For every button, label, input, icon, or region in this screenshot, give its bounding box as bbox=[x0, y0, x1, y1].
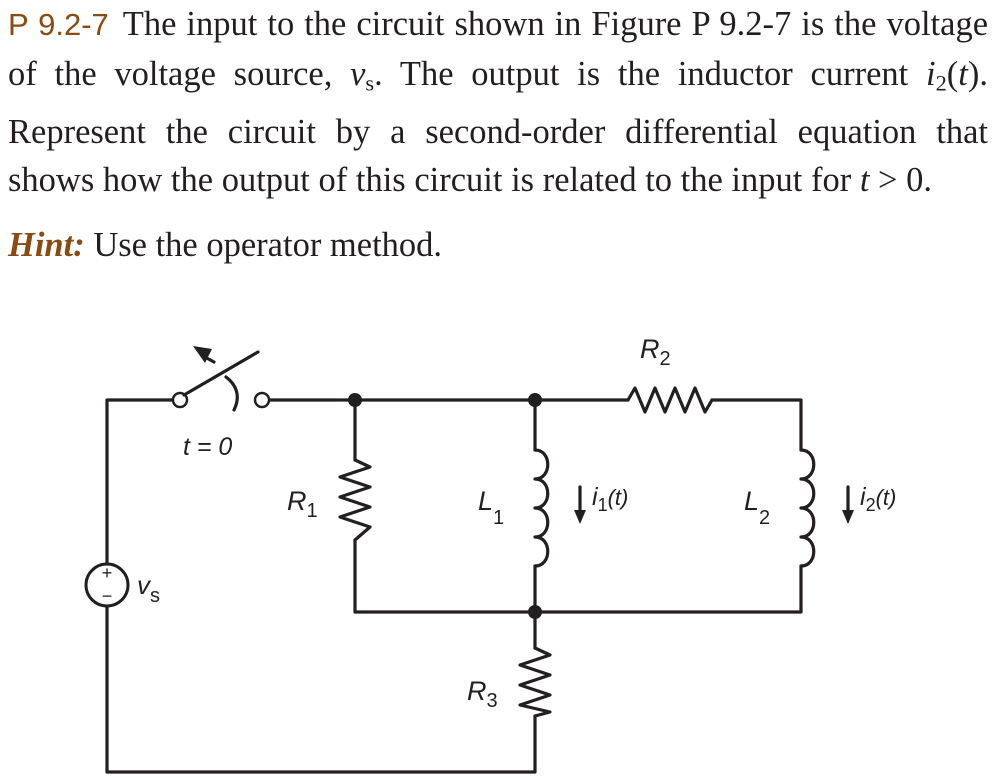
voltage-source: + − bbox=[84, 562, 130, 608]
wire-top-right bbox=[710, 398, 803, 452]
resistor-r1 bbox=[338, 458, 372, 542]
node-dot bbox=[528, 393, 542, 407]
wire-left bbox=[105, 398, 182, 566]
node-dot bbox=[348, 393, 362, 407]
l2-label: L2 bbox=[744, 486, 770, 529]
wire-l2-bottom bbox=[353, 538, 803, 614]
arrow-down-icon bbox=[842, 485, 854, 524]
i2-label: i2(t) bbox=[860, 483, 896, 515]
node-dot bbox=[528, 605, 542, 619]
resistor-r3 bbox=[518, 646, 552, 718]
wire-left-bottom bbox=[105, 604, 537, 774]
switch bbox=[171, 346, 271, 412]
switch-label: t = 0 bbox=[183, 433, 232, 461]
hint-label: Hint: bbox=[8, 225, 85, 264]
arrow-down-icon bbox=[574, 485, 586, 524]
source-label: vs bbox=[137, 570, 160, 607]
hint-text: Use the operator method. bbox=[84, 225, 443, 264]
svg-text:+: + bbox=[102, 563, 113, 583]
wires bbox=[105, 398, 803, 774]
hint-line: Hint: Use the operator method. bbox=[8, 221, 988, 270]
problem-number: P 9.2-7 bbox=[8, 7, 109, 42]
r2-label: R2 bbox=[640, 334, 671, 370]
resistor-r2 bbox=[626, 386, 714, 414]
svg-text:−: − bbox=[102, 586, 113, 606]
r3-label: R3 bbox=[467, 676, 498, 712]
inductor-l2 bbox=[799, 448, 816, 568]
l1-label: L1 bbox=[478, 486, 504, 529]
i1-label: i1(t) bbox=[592, 483, 628, 515]
inductor-l1 bbox=[533, 448, 550, 568]
r1-label: R1 bbox=[287, 486, 318, 522]
